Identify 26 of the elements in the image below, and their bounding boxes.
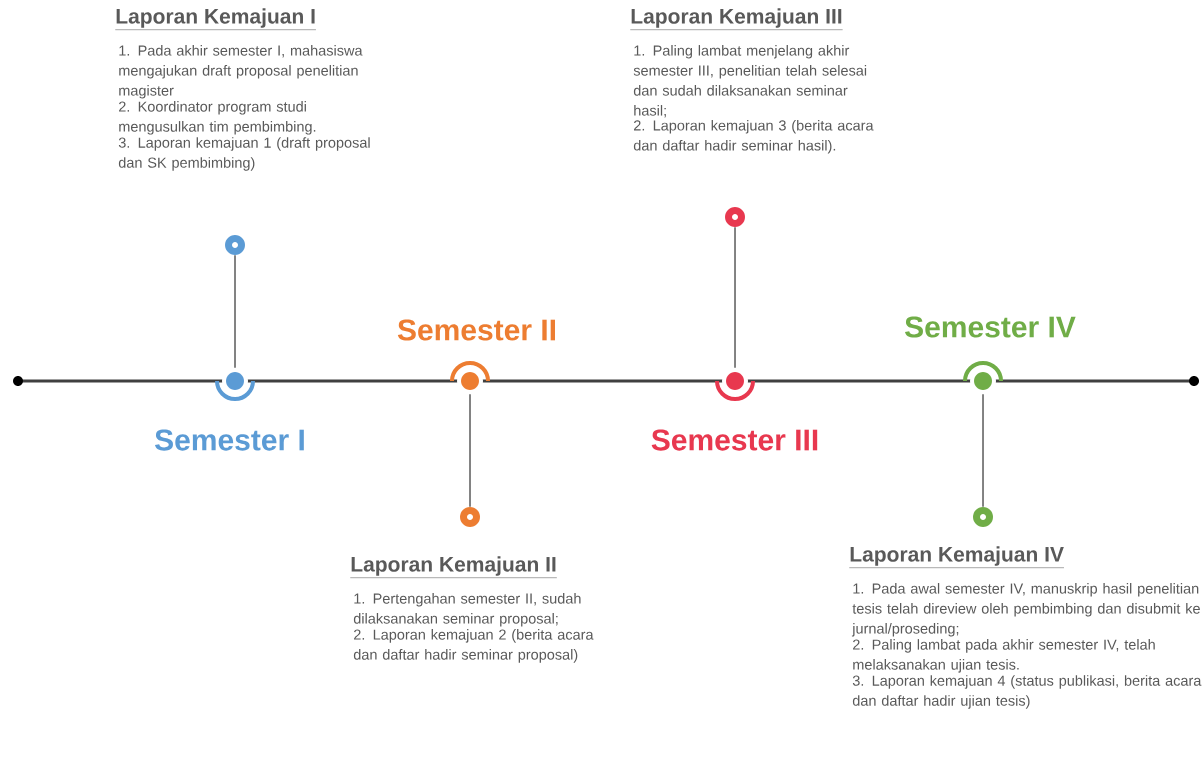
list-item: 3. Laporan kemajuan 4 (status publikasi, berita acara dan daftar hadir ujian tesis) — [852, 675, 1202, 709]
list-item: 1. Pada awal semester IV, manuskrip hasil penelitian tesis telah direview oleh pembimbing dan disubmit ke jurnal/proseding; — [851, 583, 1200, 637]
semester-label: Semester I — [155, 429, 304, 451]
endpoint-dot — [225, 235, 245, 255]
leader-line — [234, 254, 236, 369]
report-heading: Laporan Kemajuan IV — [849, 546, 1065, 568]
leader-line — [982, 393, 984, 508]
list-item: 2. Laporan kemajuan 2 (berita acara dan daftar hadir seminar proposal) — [353, 629, 594, 663]
report-heading: Laporan Kemajuan II — [350, 556, 558, 578]
report-heading: Laporan Kemajuan III — [630, 8, 843, 30]
leader-line — [734, 226, 736, 369]
list-item: 2. Koordinator program studi mengusulkan tim pembimbing. — [119, 101, 316, 135]
semester-label: Semester IV — [905, 316, 1076, 338]
semester-label: Semester II — [397, 319, 555, 341]
leader-line — [469, 393, 471, 508]
list-item: 2. Laporan kemajuan 3 (berita acara dan daftar hadir seminar hasil). — [633, 119, 874, 154]
list-item: 1. Pertengahan semester II, sudah dilaksanakan seminar proposal; — [353, 593, 581, 627]
endpoint-dot — [973, 507, 993, 527]
list-item: 1. Pada akhir semester I, mahasiswa mengajukan draft proposal penelitian magister — [119, 45, 363, 99]
endpoint-dot — [725, 207, 745, 227]
list-item: 3. Laporan kemajuan 1 (draft proposal dan SK pembimbing) — [118, 137, 370, 171]
semester-label: Semester III — [651, 429, 818, 451]
list-item: 1. Paling lambat menjelang akhir semester III, penelitian telah selesai dan sudah dilaksanakan seminar hasil; — [633, 45, 867, 118]
report-heading: Laporan Kemajuan I — [115, 8, 317, 30]
list-item: 2. Paling lambat pada akhir semester IV, telah melaksanakan ujian tesis. — [853, 639, 1155, 673]
endpoint-dot — [460, 507, 480, 527]
